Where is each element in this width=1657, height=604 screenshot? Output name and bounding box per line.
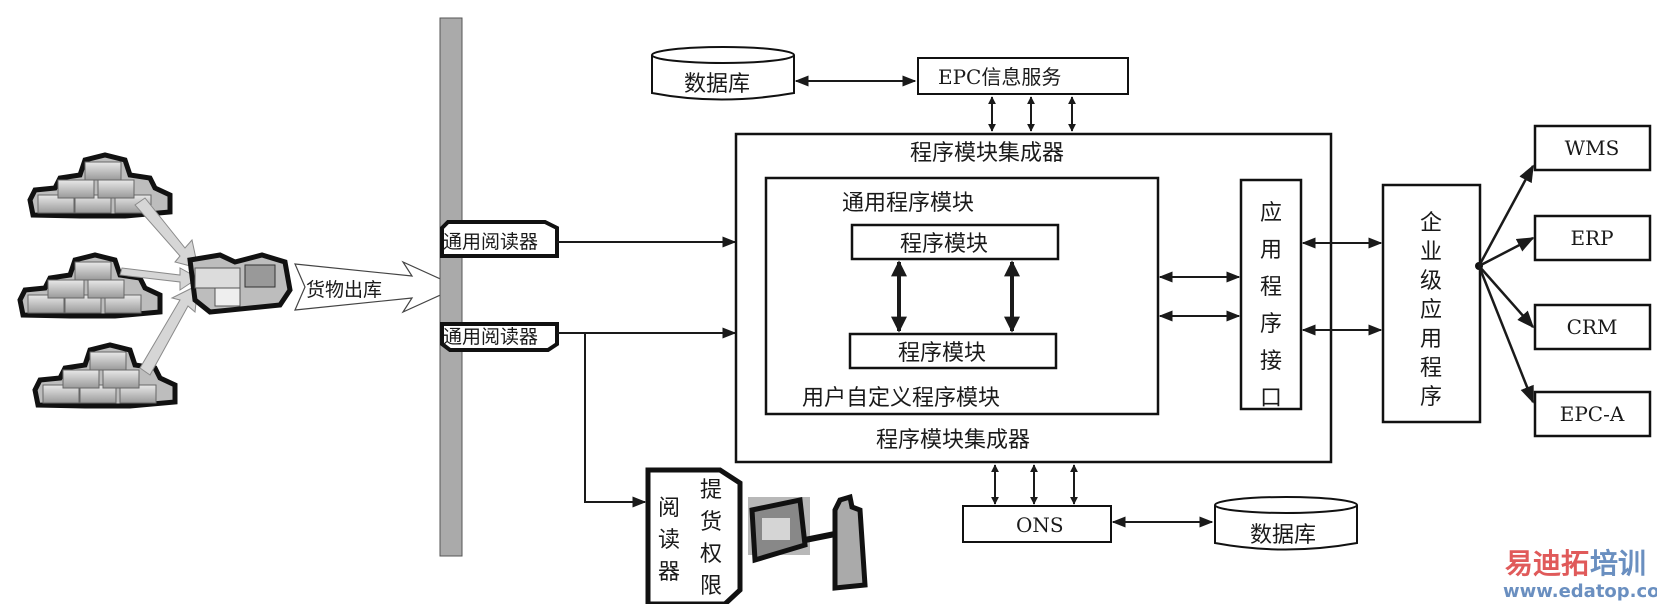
svg-text:数据库: 数据库 — [1250, 523, 1316, 548]
system-label: ERP — [1570, 226, 1613, 250]
epc-info-service-box[interactable]: EPC信息服务 — [917, 57, 1129, 95]
watermark: 易迪拓 培训 www.edatop.com — [1503, 547, 1657, 602]
reader-connectors — [557, 236, 737, 508]
svg-text:阅 读 器: 阅 读 器 — [658, 496, 687, 585]
system-connector — [1477, 265, 1535, 404]
program-module-top[interactable]: 程序模块 — [850, 223, 1060, 261]
reader-gate-bar — [439, 17, 463, 557]
forklift-icon — [187, 252, 293, 315]
system-label: EPC-A — [1560, 402, 1625, 426]
watermark-brand-blue: 培训 — [1590, 547, 1646, 580]
svg-text:程序模块: 程序模块 — [900, 232, 988, 257]
watermark-brand-red: 易迪拓 — [1505, 547, 1589, 580]
goods-out-label: 货物出库 — [306, 279, 382, 301]
general-module-group-label: 通用程序模块 — [842, 191, 974, 216]
module-connectors — [891, 260, 1020, 333]
svg-text:ONS: ONS — [1016, 513, 1064, 537]
reader-top[interactable]: 通用阅读器 — [440, 220, 559, 258]
svg-text:企业级应用程序: 企业级应用程序 — [1420, 211, 1442, 410]
database-top[interactable]: 数据库 — [651, 46, 795, 101]
svg-text:数据库: 数据库 — [684, 72, 750, 97]
program-module-bottom[interactable]: 程序模块 — [848, 332, 1058, 370]
svg-text:EPC信息服务: EPC信息服务 — [938, 65, 1061, 89]
system-connector — [1478, 265, 1535, 329]
system-box-erp[interactable]: ERP — [1533, 214, 1652, 262]
svg-text:通用阅读器: 通用阅读器 — [443, 231, 538, 253]
integrator-api-connectors — [1158, 237, 1383, 336]
pickup-authority-reader[interactable]: 阅 读 器 提 货 权 限 — [645, 467, 743, 604]
svg-text:程序模块: 程序模块 — [898, 341, 986, 366]
flow-arrows-to-forklift — [119, 197, 199, 376]
pickup-reader-char-1: 阅 — [658, 496, 680, 521]
epc-integrator-connectors — [988, 96, 1076, 132]
system-box-wms[interactable]: WMS — [1533, 124, 1652, 172]
application-api-box[interactable]: 应用程序接口 — [1239, 178, 1303, 411]
pallet-stack-icon — [32, 342, 178, 409]
ons-box[interactable]: ONS — [962, 505, 1112, 543]
system-label: CRM — [1567, 315, 1618, 339]
reader-bottom[interactable]: 通用阅读器 — [440, 322, 559, 352]
goods-out-arrow: 货物出库 — [294, 260, 460, 314]
pallet-stack-icon — [27, 152, 173, 219]
pallet-stack-icon — [17, 252, 163, 319]
system-box-crm[interactable]: CRM — [1533, 303, 1652, 351]
integrator-title-bottom: 程序模块集成器 — [876, 428, 1030, 453]
database-bottom[interactable]: 数据库 — [1214, 496, 1358, 551]
watermark-url: www.edatop.com — [1503, 581, 1657, 602]
system-connector — [1478, 236, 1535, 268]
svg-text:通用阅读器: 通用阅读器 — [443, 326, 538, 348]
system-connector — [1477, 164, 1535, 267]
system-label: WMS — [1565, 136, 1620, 160]
integrator-title-top: 程序模块集成器 — [910, 141, 1064, 166]
system-box-epc-a[interactable]: EPC-A — [1533, 390, 1652, 438]
enterprise-application-box[interactable]: 企业级应用程序 — [1381, 183, 1482, 424]
custom-module-group-label: 用户自定义程序模块 — [802, 386, 1000, 411]
svg-text:提 货 权 限: 提 货 权 限 — [700, 478, 729, 599]
module-container: 通用程序模块 用户自定义程序模块 — [764, 176, 1160, 416]
svg-text:应用程序接口: 应用程序接口 — [1260, 201, 1282, 411]
terminal-and-person-icon — [748, 493, 868, 591]
integrator-ons-connectors — [991, 464, 1078, 505]
